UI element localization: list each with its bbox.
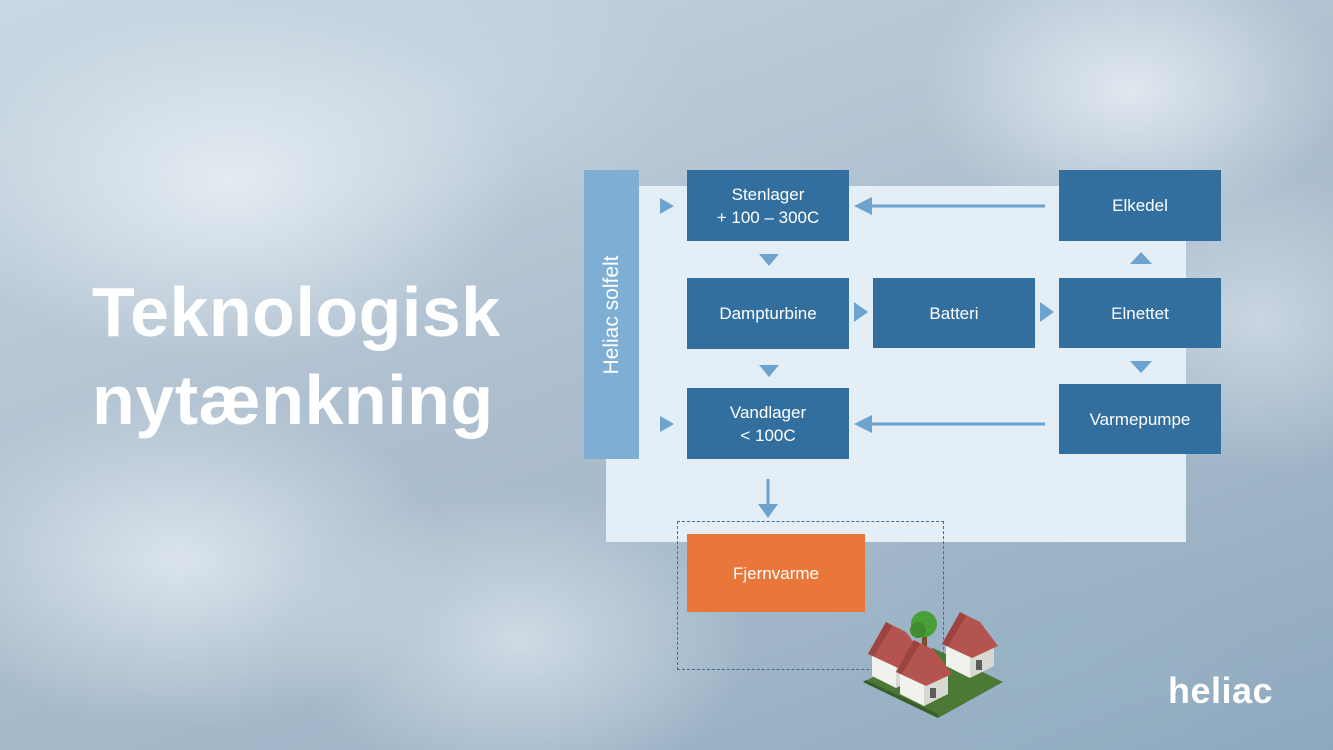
stenlager-label: Stenlager: [731, 184, 805, 204]
arrow-solfelt-to-stenlager: [660, 198, 674, 214]
heliac-solfelt-label: Heliac solfelt: [599, 254, 623, 375]
title-line-1: Teknologisk: [92, 273, 501, 351]
arrow-elkedel-to-stenlager: [854, 197, 1045, 215]
houses-illustration: [863, 611, 1003, 718]
stenlager-temp: + 100 – 300C: [716, 207, 820, 227]
node-fjernvarme: Fjernvarme: [687, 534, 865, 612]
fjernvarme-label: Fjernvarme: [733, 563, 819, 583]
node-stenlager: Stenlager + 100 – 300C: [687, 170, 849, 241]
vandlager-temp: < 100C: [740, 425, 796, 445]
node-elkedel: Elkedel: [1059, 170, 1221, 241]
node-vandlager: Vandlager < 100C: [687, 388, 849, 459]
arrow-batteri-to-elnettet: [1040, 302, 1054, 322]
heliac-solfelt-bar: Heliac solfelt: [584, 170, 639, 459]
arrow-varmepumpe-to-vandlager: [854, 415, 1045, 433]
dampturbine-label: Dampturbine: [719, 304, 817, 323]
elkedel-label: Elkedel: [1112, 196, 1168, 215]
district-heating-boundary: [677, 521, 944, 670]
vandlager-label: Vandlager: [729, 402, 807, 422]
arrow-elnettet-to-elkedel: [1130, 252, 1152, 264]
diagram-panel: [606, 186, 1186, 542]
node-elnettet: Elnettet: [1059, 278, 1221, 348]
elnettet-label: Elnettet: [1111, 303, 1169, 323]
node-dampturbine: Dampturbine: [687, 278, 849, 349]
arrow-dampturbine-to-vandlager: [759, 365, 779, 377]
arrow-dampturbine-to-batteri: [854, 302, 868, 322]
title-line-2: nytænkning: [92, 361, 494, 439]
node-varmepumpe: Varmepumpe: [1059, 384, 1221, 454]
node-batteri: Batteri: [873, 278, 1035, 348]
arrow-stenlager-to-dampturbine: [759, 254, 779, 266]
arrow-elnettet-to-varmepumpe: [1130, 361, 1152, 373]
arrow-vandlager-to-fjernvarme: [758, 479, 778, 518]
page-title: Teknologisk nytænkning: [92, 268, 501, 444]
arrow-solfelt-to-vandlager: [660, 416, 674, 432]
heliac-logo: heliac: [1168, 670, 1274, 711]
varmepumpe-label: Varmepumpe: [1089, 409, 1191, 429]
batteri-label: Batteri: [929, 303, 979, 323]
